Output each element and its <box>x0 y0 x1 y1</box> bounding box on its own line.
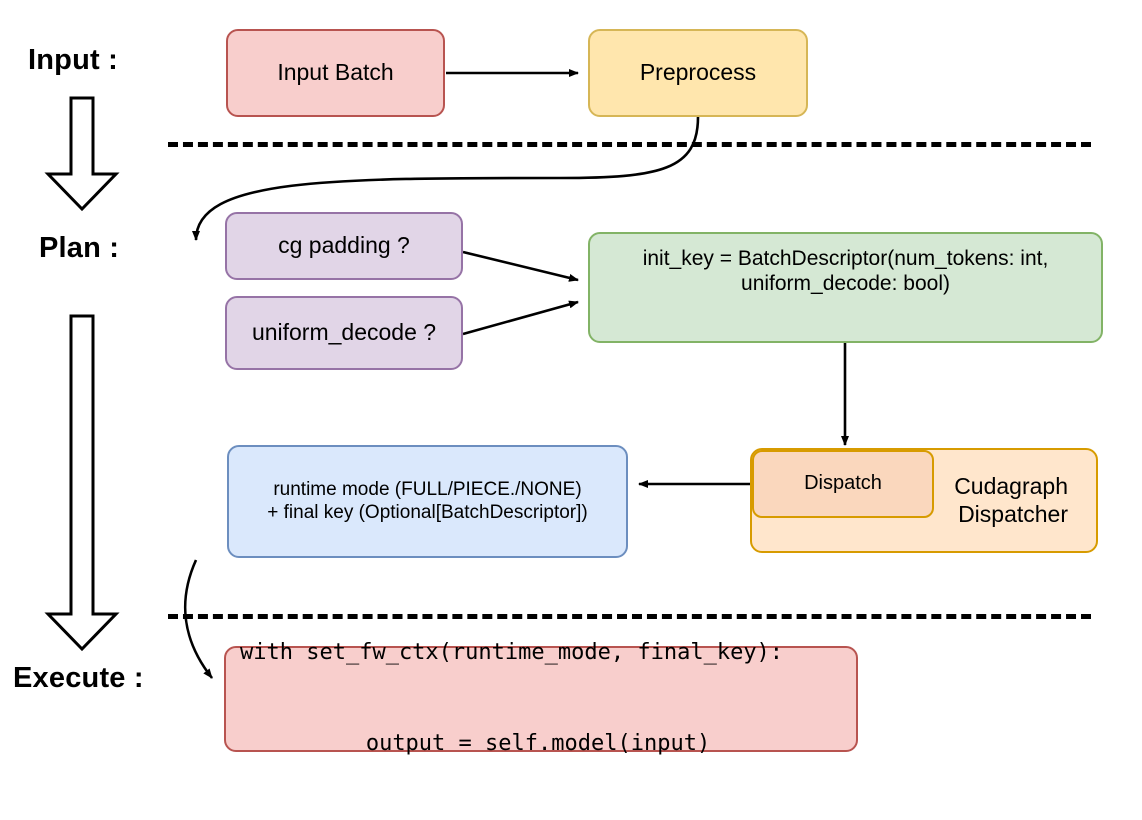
stage-label-input: Input : <box>28 44 118 76</box>
node-preprocess-label: Preprocess <box>639 59 757 86</box>
node-dispatch-label: Dispatch <box>804 472 882 495</box>
node-cg-padding-label: cg padding ? <box>278 232 410 259</box>
node-cudagraph-dispatcher-label-line1: Cudagraph <box>954 473 1068 500</box>
node-dispatch[interactable]: Dispatch <box>752 450 934 518</box>
separator-input-plan <box>168 142 1091 147</box>
node-cg-padding[interactable]: cg padding ? <box>225 212 463 280</box>
edge-runtime-mode-to-execute-code <box>183 559 214 679</box>
node-preprocess[interactable]: Preprocess <box>588 29 808 117</box>
stage-label-execute: Execute : <box>13 662 144 694</box>
edge-cg-padding-to-init-key <box>462 250 579 282</box>
node-input-batch-label: Input Batch <box>277 59 394 86</box>
node-execute-code-line2: output = self.model(input) <box>312 731 711 757</box>
node-init-key[interactable]: init_key = BatchDescriptor(num_tokens: i… <box>588 232 1103 343</box>
stage-arrow-plan-to-execute <box>44 314 120 652</box>
diagram-canvas: Input : Plan : Execute : <box>13 29 1103 757</box>
edge-uniform-decode-to-init-key <box>462 300 579 336</box>
node-uniform-decode-label: uniform_decode ? <box>251 319 437 346</box>
stage-arrow-input-to-plan <box>44 96 120 212</box>
node-uniform-decode[interactable]: uniform_decode ? <box>225 296 463 370</box>
stage-label-plan: Plan : <box>39 232 120 264</box>
node-input-batch[interactable]: Input Batch <box>226 29 445 117</box>
node-runtime-mode-label-line1: runtime mode (FULL/PIECE./NONE) <box>273 479 582 501</box>
node-execute-code-line1: with set_fw_ctx(runtime_mode, final_key)… <box>240 640 784 666</box>
separator-plan-execute <box>168 614 1091 619</box>
node-init-key-label-line2: uniform_decode: bool) <box>741 271 950 295</box>
node-runtime-mode[interactable]: runtime mode (FULL/PIECE./NONE) + final … <box>227 445 628 558</box>
node-execute-code[interactable]: with set_fw_ctx(runtime_mode, final_key)… <box>224 640 858 756</box>
node-cudagraph-dispatcher-label-line2: Dispatcher <box>958 500 1068 527</box>
node-init-key-label-line1: init_key = BatchDescriptor(num_tokens: i… <box>642 247 1049 270</box>
node-runtime-mode-label-line2: + final key (Optional[BatchDescriptor]) <box>267 501 588 523</box>
